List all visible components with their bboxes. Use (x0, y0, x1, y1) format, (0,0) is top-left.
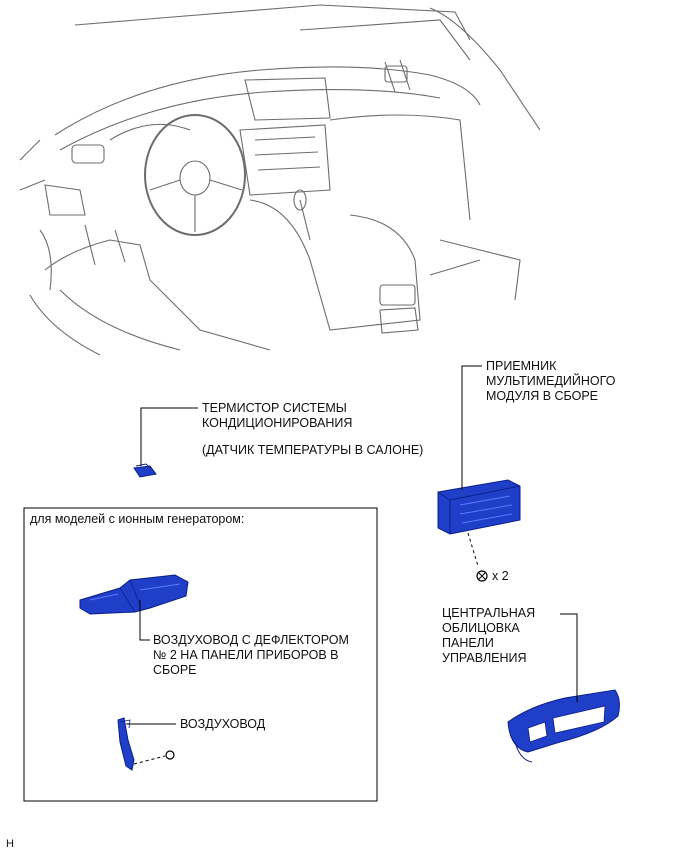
thermistor-label: ТЕРМИСТОР СИСТЕМЫ КОНДИЦИОНИРОВАНИЯ (202, 401, 353, 430)
illustration-reference-code: H (6, 838, 14, 850)
receiver-leader-line (461, 365, 482, 490)
receiver-label: ПРИЕМНИК МУЛЬТИМЕДИЙНОГО МОДУЛЯ В СБОРЕ (486, 359, 616, 403)
register-leader-line (139, 600, 150, 641)
center-panel-trim-part (507, 689, 620, 763)
register-label: ВОЗДУХОВОД С ДЕФЛЕКТОРОМ № 2 НА ПАНЕЛИ П… (153, 633, 349, 677)
receiver-screw-icon (476, 570, 488, 582)
center-panel-leader-line (560, 613, 578, 702)
interior-overview-illustration (19, 4, 541, 356)
ion-generator-box (23, 507, 378, 802)
thermistor-leader-line (140, 407, 198, 466)
thermistor-part (133, 463, 157, 478)
duct-part (117, 717, 135, 771)
duct-clip-dashed-line (133, 755, 166, 765)
duct-label: ВОЗДУХОВОД (180, 717, 266, 731)
center-panel-label: ЦЕНТРАЛЬНАЯ ОБЛИЦОВКА ПАНЕЛИ УПРАВЛЕНИЯ (442, 606, 536, 665)
receiver-screw-dashed-line (467, 532, 479, 567)
ion-box-title: для моделей с ионным генератором: (30, 512, 245, 526)
duct-clip-icon (165, 750, 175, 760)
fastener-quantity-label: x 2 (492, 569, 509, 583)
thermistor-note-label: (ДАТЧИК ТЕМПЕРАТУРЫ В САЛОНЕ) (202, 443, 424, 457)
multimedia-receiver-part (437, 479, 521, 535)
register-part (79, 574, 189, 615)
